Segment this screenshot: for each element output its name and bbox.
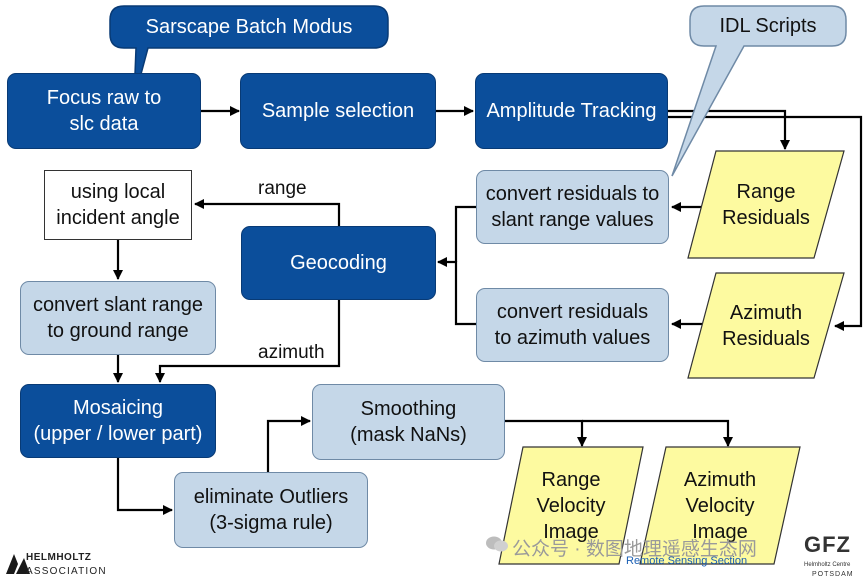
- arrow-smoothing-to-range-velocity: [505, 419, 587, 447]
- callout-idl-label: IDL Scripts: [719, 14, 817, 37]
- node-azimuth-residuals: Azimuth Residuals: [686, 272, 846, 380]
- arrow-geocoding-to-local-angle: [194, 199, 341, 226]
- helmholtz-line1: HELMHOLTZ: [26, 552, 92, 563]
- helmholtz-logo-icon: [6, 554, 30, 574]
- arrow-eliminate-to-smoothing: [266, 416, 311, 472]
- azimuth-residuals-label: Azimuth Residuals: [722, 302, 810, 350]
- edge-label-range: range: [258, 178, 307, 199]
- arrow-convert-to-geocoding-bottom: [437, 257, 476, 326]
- node-eliminate-outliers: eliminate Outliers (3-sigma rule): [174, 472, 368, 548]
- gfz-sub1: Helmholtz Centre: [804, 562, 851, 568]
- watermark-text: 公众号 · 数图地理遥感生态网: [512, 539, 757, 560]
- node-range-residuals: Range Residuals: [686, 150, 846, 260]
- node-convert-slant-range: convert residuals to slant range values: [476, 170, 669, 244]
- node-smoothing: Smoothing (mask NaNs): [312, 384, 505, 460]
- range-residuals-label: Range Residuals: [722, 181, 810, 229]
- helmholtz-line2: ASSOCIATION: [26, 566, 107, 577]
- node-mosaicing: Mosaicing (upper / lower part): [20, 384, 216, 458]
- gfz-logo: GFZ: [804, 532, 851, 557]
- node-geocoding: Geocoding: [241, 226, 436, 300]
- remote-sensing-section: Remote Sensing Section: [626, 555, 748, 567]
- node-sample-selection: Sample selection: [240, 73, 436, 149]
- node-range-velocity-image: Range Velocity Image: [497, 446, 645, 566]
- gfz-sub2: POTSDAM: [812, 571, 854, 578]
- arrow-convert-to-geocoding-top: [454, 205, 476, 262]
- wechat-icon: [485, 535, 509, 553]
- callout-sarscape-label: Sarscape Batch Modus: [145, 15, 353, 38]
- node-convert-ground-range: convert slant range to ground range: [20, 281, 216, 355]
- node-convert-azimuth: convert residuals to azimuth values: [476, 288, 669, 362]
- arrow-mosaicing-to-eliminate: [116, 458, 173, 515]
- callout-sarscape: Sarscape Batch Modus: [104, 4, 390, 104]
- edge-label-azimuth: azimuth: [258, 342, 325, 363]
- azimuth-velocity-label: Azimuth Velocity Image: [683, 469, 757, 543]
- node-local-incident-angle: using local incident angle: [44, 170, 192, 240]
- node-azimuth-velocity-image: Azimuth Velocity Image: [638, 446, 802, 566]
- node-focus-raw: Focus raw to slc data: [7, 73, 201, 149]
- node-amplitude-tracking: Amplitude Tracking: [475, 73, 668, 149]
- range-velocity-label: Range Velocity Image: [536, 469, 606, 543]
- arrow-geocoding-to-mosaicing: [155, 300, 341, 383]
- arrow-smoothing-to-azimuth-velocity: [582, 419, 733, 447]
- callout-idl: IDL Scripts: [664, 0, 854, 180]
- arrow-amplitude-to-azimuth-residuals: [668, 115, 863, 331]
